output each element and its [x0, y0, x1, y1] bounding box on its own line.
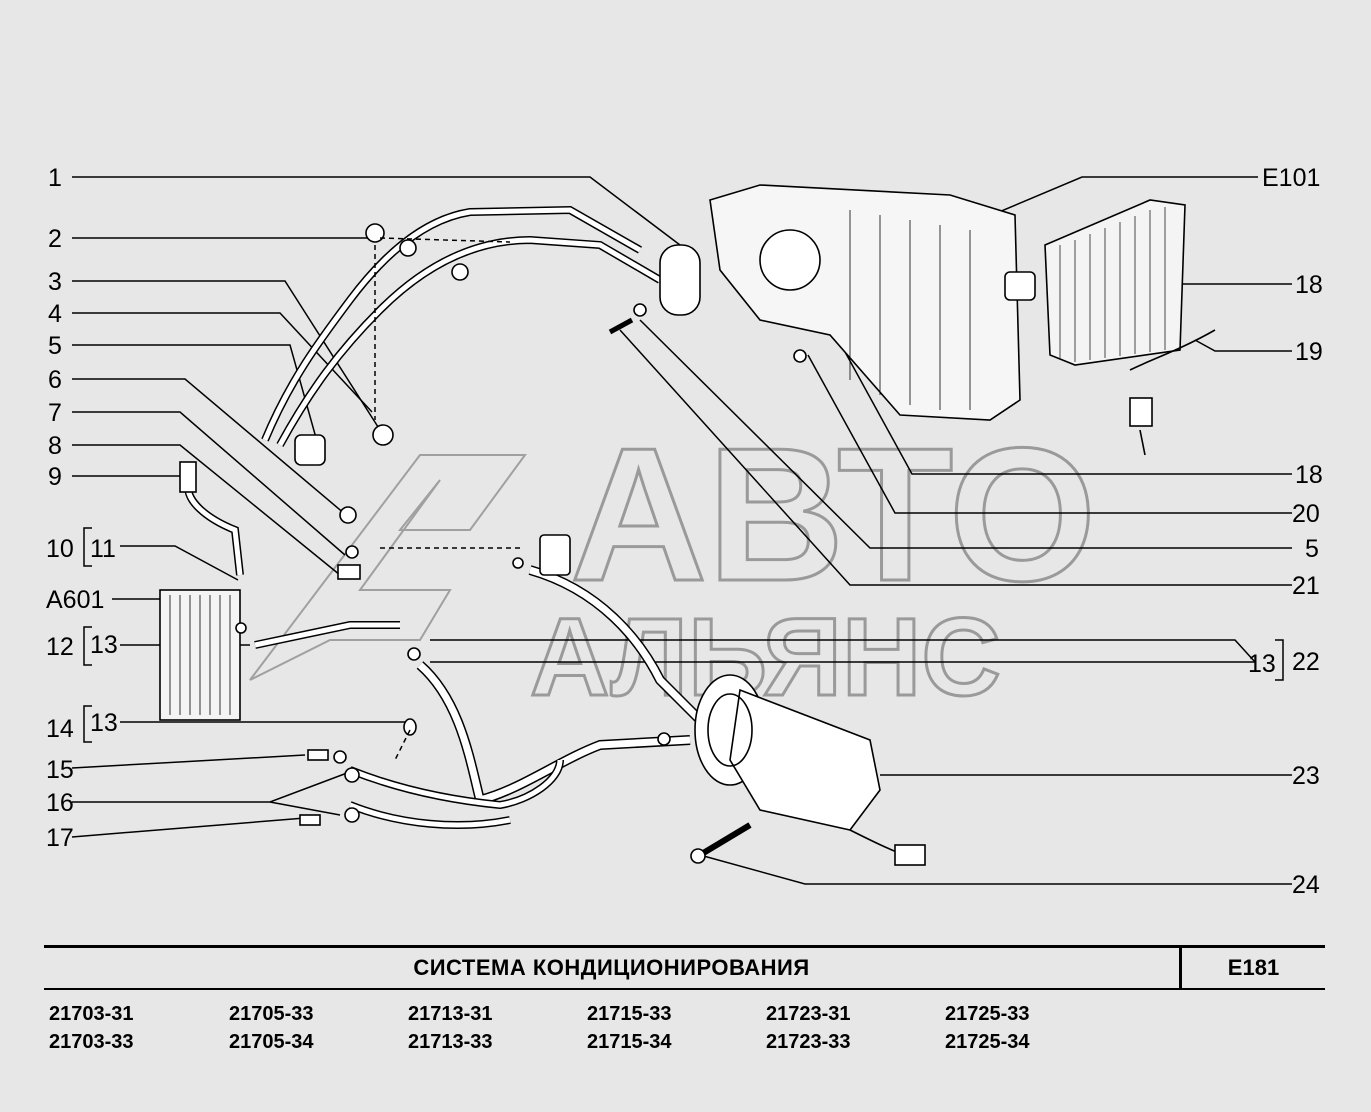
callout-15: 15	[46, 756, 74, 784]
watermark: АВТО АЛЬЯНС	[249, 408, 1098, 721]
title-divider	[1179, 948, 1182, 988]
model-column: 21725-33 21725-34	[945, 1000, 1030, 1056]
callout-2: 2	[48, 225, 62, 253]
model-column: 21703-31 21703-33	[49, 1000, 134, 1056]
model-column: 21715-33 21715-34	[587, 1000, 672, 1056]
model-code: 21715-33	[587, 1003, 672, 1025]
dashed-arrows	[374, 237, 520, 761]
watermark-line1: АВТО	[570, 409, 1096, 621]
diagram-title: СИСТЕМА КОНДИЦИОНИРОВАНИЯ	[413, 955, 810, 980]
callout-19: 19	[1295, 338, 1323, 366]
callout-18b: 18	[1295, 461, 1323, 489]
model-code: 21703-31	[49, 1003, 134, 1025]
nut-2	[365, 223, 385, 243]
diagram-code: E181	[1227, 955, 1280, 980]
callout-3: 3	[48, 268, 62, 296]
callout-a601: A601	[46, 586, 104, 614]
callout-9: 9	[48, 463, 62, 491]
callout-24: 24	[1292, 871, 1320, 899]
callout-4: 4	[48, 300, 62, 328]
model-column: 21713-31 21713-33	[408, 1000, 493, 1056]
callout-5r: 5	[1305, 535, 1319, 563]
model-column: 21723-31 21723-33	[766, 1000, 851, 1056]
model-column: 21705-33 21705-34	[229, 1000, 314, 1056]
callout-18a: 18	[1295, 271, 1323, 299]
callout-14: 14	[46, 715, 74, 743]
model-code: 21705-34	[229, 1031, 314, 1053]
callout-23: 23	[1292, 762, 1320, 790]
callouts: 1 2 3 4 5 6 7 8 9 10 11 A601 12 13 14 13…	[46, 164, 1323, 899]
callout-13a: 13	[90, 631, 118, 659]
callout-8: 8	[48, 432, 62, 460]
watermark-logo	[249, 454, 527, 681]
evaporator	[1044, 199, 1186, 366]
callout-17: 17	[46, 824, 74, 852]
hvac-housing	[709, 184, 1021, 421]
receiver-drier	[659, 244, 701, 316]
callout-13c: 13	[1248, 650, 1276, 678]
callout-e101: E101	[1262, 164, 1320, 192]
callout-6: 6	[48, 366, 62, 394]
model-code: 21713-33	[408, 1031, 493, 1053]
model-code: 21723-33	[766, 1031, 851, 1053]
callout-1: 1	[48, 164, 62, 192]
title-bar: СИСТЕМА КОНДИЦИОНИРОВАНИЯ E181	[44, 945, 1325, 990]
callout-21: 21	[1292, 572, 1320, 600]
model-code: 21725-33	[945, 1003, 1030, 1025]
callout-16: 16	[46, 789, 74, 817]
model-code: 21703-33	[49, 1031, 134, 1053]
callout-22: 22	[1292, 648, 1320, 676]
callout-7: 7	[48, 399, 62, 427]
callout-20: 20	[1292, 500, 1320, 528]
callout-13b: 13	[90, 709, 118, 737]
air-conditioning-parts-diagram: АВТО АЛЬЯНС	[46, 164, 1323, 899]
callout-12: 12	[46, 633, 74, 661]
model-code: 21725-34	[945, 1031, 1030, 1053]
model-code: 21705-33	[229, 1003, 314, 1025]
callout-11: 11	[90, 535, 116, 563]
parts-drawing	[159, 184, 1216, 866]
model-code: 21723-31	[766, 1003, 851, 1025]
leader-lines	[71, 176, 1292, 885]
callout-10: 10	[46, 535, 74, 563]
model-code: 21715-34	[587, 1031, 672, 1053]
model-code: 21713-31	[408, 1003, 493, 1025]
model-list: 21703-31 21703-33 21705-33 21705-34 2171…	[49, 1000, 1149, 1060]
callout-5: 5	[48, 332, 62, 360]
